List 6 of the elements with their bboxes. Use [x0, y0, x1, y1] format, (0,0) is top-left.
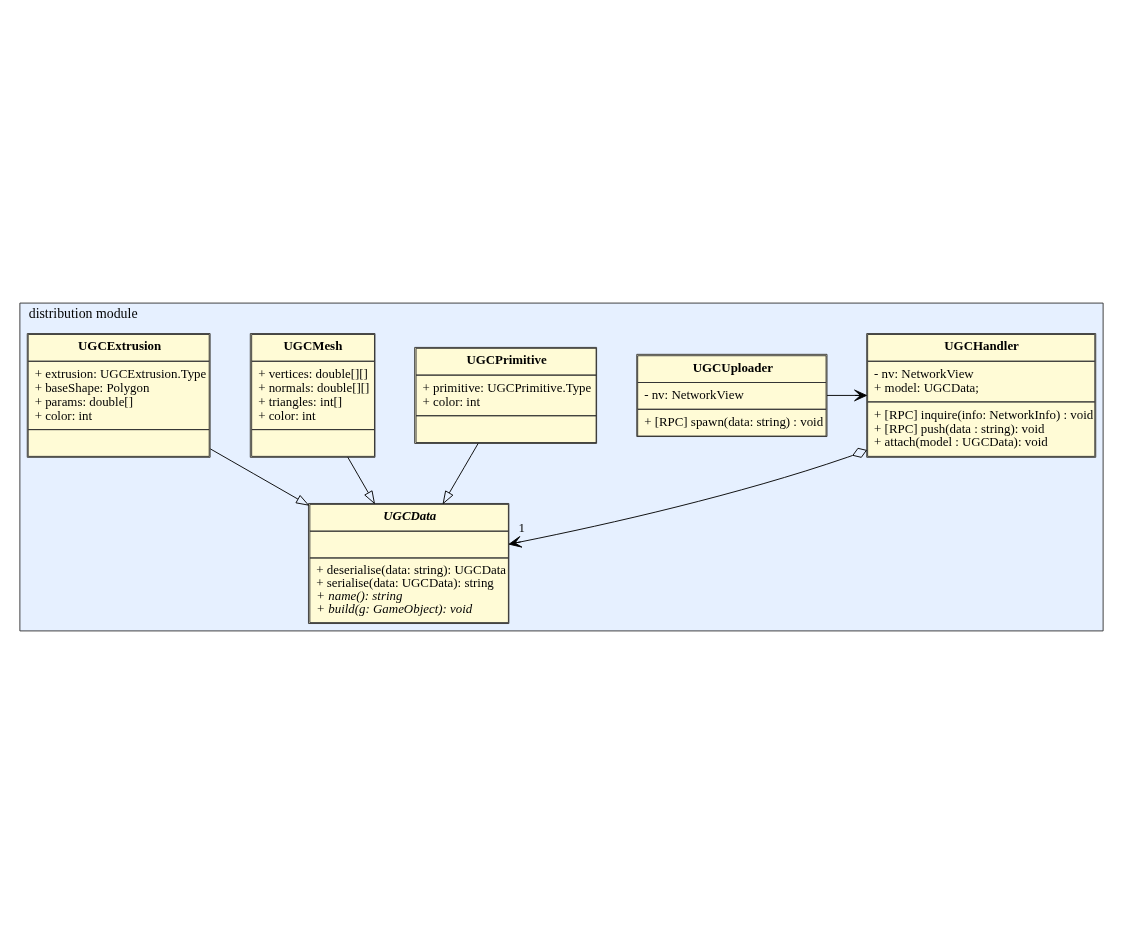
arrow [442, 442, 479, 504]
arrow [826, 389, 867, 401]
edge-label: 1 [518, 519, 526, 535]
arrow [347, 456, 375, 504]
arrow [210, 448, 309, 506]
arrow [508, 447, 867, 548]
